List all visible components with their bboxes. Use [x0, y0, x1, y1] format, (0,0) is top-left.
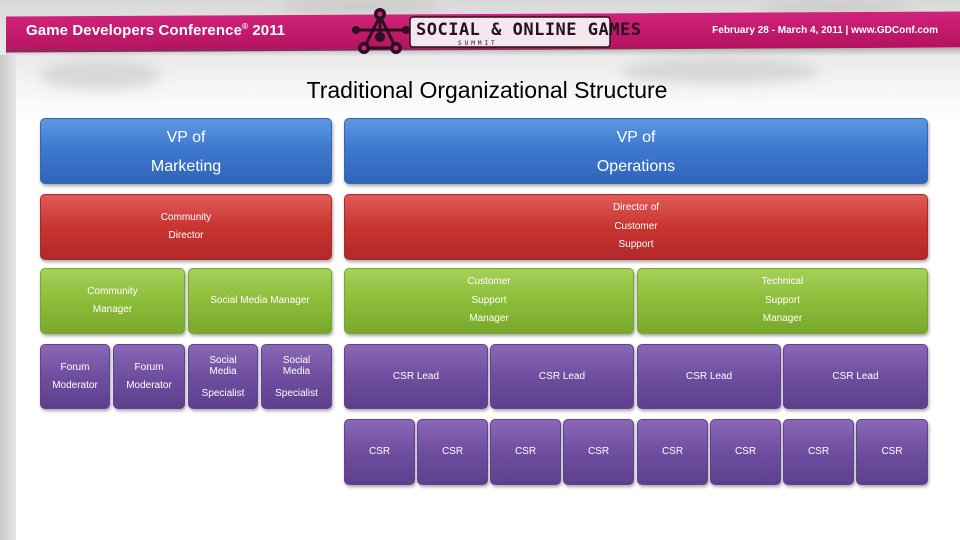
slide-title: Traditional Organizational Structure — [306, 77, 668, 103]
left-edge-strip — [0, 55, 16, 540]
csr-box: CSR — [783, 419, 854, 485]
csr-lead-box: CSR Lead — [344, 344, 488, 409]
csr-lead-box: CSR Lead — [783, 344, 928, 409]
technical-support-manager-box: Technical Support Manager — [637, 268, 928, 334]
customer-support-manager-box: Customer Support Manager — [344, 268, 634, 334]
social-media-specialist-box: Social Media Specialist — [188, 344, 258, 409]
csr-box: CSR — [344, 419, 415, 485]
conference-dates-site: February 28 - March 4, 2011 | www.GDConf… — [712, 25, 938, 36]
molecule-network-logo-icon — [352, 8, 611, 54]
csr-box: CSR — [637, 419, 708, 485]
summit-logo-text: SOCIAL & ONLINE GAMES — [416, 20, 642, 40]
csr-box: CSR — [856, 419, 928, 485]
csr-lead-box: CSR Lead — [637, 344, 781, 409]
csr-box: CSR — [563, 419, 634, 485]
csr-box: CSR — [490, 419, 561, 485]
vp-operations-box: VP of Operations — [344, 118, 928, 184]
community-manager-box: Community Manager — [40, 268, 185, 334]
social-media-manager-box: Social Media Manager — [188, 268, 332, 334]
community-director-box: Community Director — [40, 194, 332, 260]
director-customer-support-box: Director of Customer Support — [344, 194, 928, 260]
vp-marketing-box: VP of Marketing — [40, 118, 332, 184]
summit-logo-subtext: SUMMIT — [458, 40, 498, 47]
social-media-specialist-box: Social Media Specialist — [261, 344, 332, 409]
csr-box: CSR — [710, 419, 781, 485]
forum-moderator-box: Forum Moderator — [113, 344, 185, 409]
csr-lead-box: CSR Lead — [490, 344, 634, 409]
forum-moderator-box: Forum Moderator — [40, 344, 110, 409]
csr-box: CSR — [417, 419, 488, 485]
conference-title: Game Developers Conference® 2011 — [26, 22, 286, 39]
